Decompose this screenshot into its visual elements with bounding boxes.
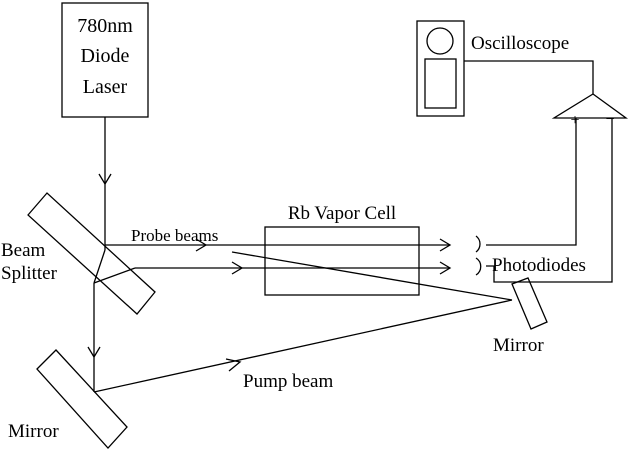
laser-label-line-2: Diode xyxy=(81,45,130,67)
probe-beam-upper-arrow xyxy=(195,238,208,252)
right-mirror-label: Mirror xyxy=(493,335,544,356)
laser-label-line-3: Laser xyxy=(83,76,128,98)
oscilloscope-screen xyxy=(424,58,457,109)
beam-splitter-label-line-1: Beam xyxy=(1,240,46,261)
splitter-inner-path-2 xyxy=(93,267,136,284)
rb-vapor-cell xyxy=(264,226,420,296)
laser-label-line-1: 780nm xyxy=(77,15,133,37)
scope-wire xyxy=(464,60,594,94)
left-mirror-label: Mirror xyxy=(8,421,59,442)
wire-upper-diode xyxy=(486,118,577,246)
beam-splitter xyxy=(27,192,156,315)
laser-beam-arrow xyxy=(98,173,112,186)
photodiodes-label: Photodiodes xyxy=(492,255,586,276)
wire-lower-diode xyxy=(486,118,613,283)
pump-beam xyxy=(93,299,513,393)
pump-beam-label: Pump beam xyxy=(243,371,333,392)
photodiode-upper xyxy=(475,235,481,253)
splitter-inner-path xyxy=(93,249,106,284)
amplifier-plus: + xyxy=(570,112,579,129)
differential-amplifier xyxy=(551,93,628,119)
probe-beams-label: Probe beams xyxy=(131,226,218,245)
right-mirror xyxy=(511,277,548,330)
rb-vapor-cell-label: Rb Vapor Cell xyxy=(288,203,396,224)
probe-beam-lower-arrow-2 xyxy=(439,261,452,275)
oscilloscope xyxy=(416,20,465,117)
beam-splitter-label-line-2: Splitter xyxy=(1,263,58,284)
pump-beam-arrow xyxy=(225,358,242,372)
left-mirror xyxy=(36,349,128,449)
oscilloscope-label: Oscilloscope xyxy=(471,33,569,54)
amplifier-minus: − xyxy=(605,111,614,128)
photodiode-lower xyxy=(475,257,482,276)
splitter-to-mirror-arrow xyxy=(87,346,101,359)
probe-beam-lower-arrow xyxy=(231,261,244,275)
pump-beam-through-cell xyxy=(231,251,513,301)
oscilloscope-dial xyxy=(426,27,454,55)
probe-beam-upper-arrow-2 xyxy=(439,238,452,252)
